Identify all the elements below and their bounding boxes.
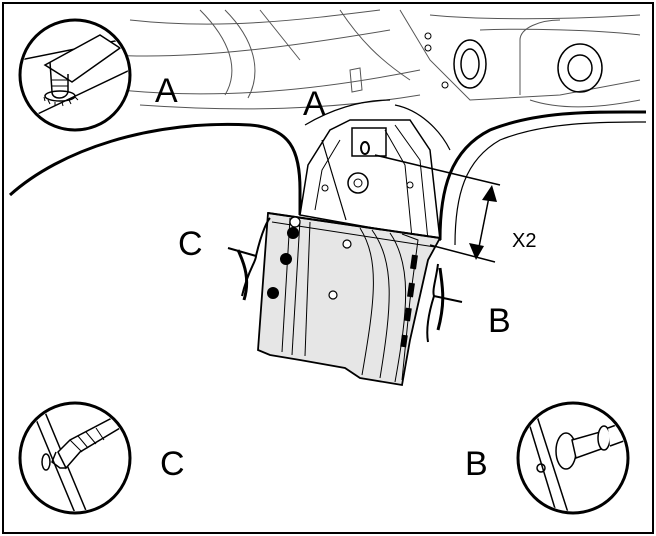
break-symbol-c xyxy=(227,217,271,301)
callout-a-top: A xyxy=(155,72,178,110)
replacement-section xyxy=(257,211,442,387)
dimension-lines xyxy=(374,154,501,263)
detail-circle-c xyxy=(18,401,132,515)
detail-circle-a xyxy=(18,18,132,132)
callout-b-main: B xyxy=(488,302,511,340)
spot-weld-marks xyxy=(267,227,299,299)
break-symbol-b xyxy=(426,263,463,343)
callout-c-bottom: C xyxy=(160,445,185,483)
floor-contour-inner xyxy=(304,99,647,246)
plug-weld-marks xyxy=(400,254,418,348)
callout-a-main: A xyxy=(303,85,326,123)
body-structure xyxy=(109,9,641,110)
callout-c-main: C xyxy=(178,225,203,263)
dimension-arrows xyxy=(469,185,497,260)
detail-circle-b xyxy=(516,401,630,515)
callout-b-bottom: B xyxy=(465,445,488,483)
pillar-upper xyxy=(299,119,441,241)
dimension-label: X2 xyxy=(512,230,536,252)
leader-lines xyxy=(321,139,347,221)
floor-contour xyxy=(8,110,647,241)
